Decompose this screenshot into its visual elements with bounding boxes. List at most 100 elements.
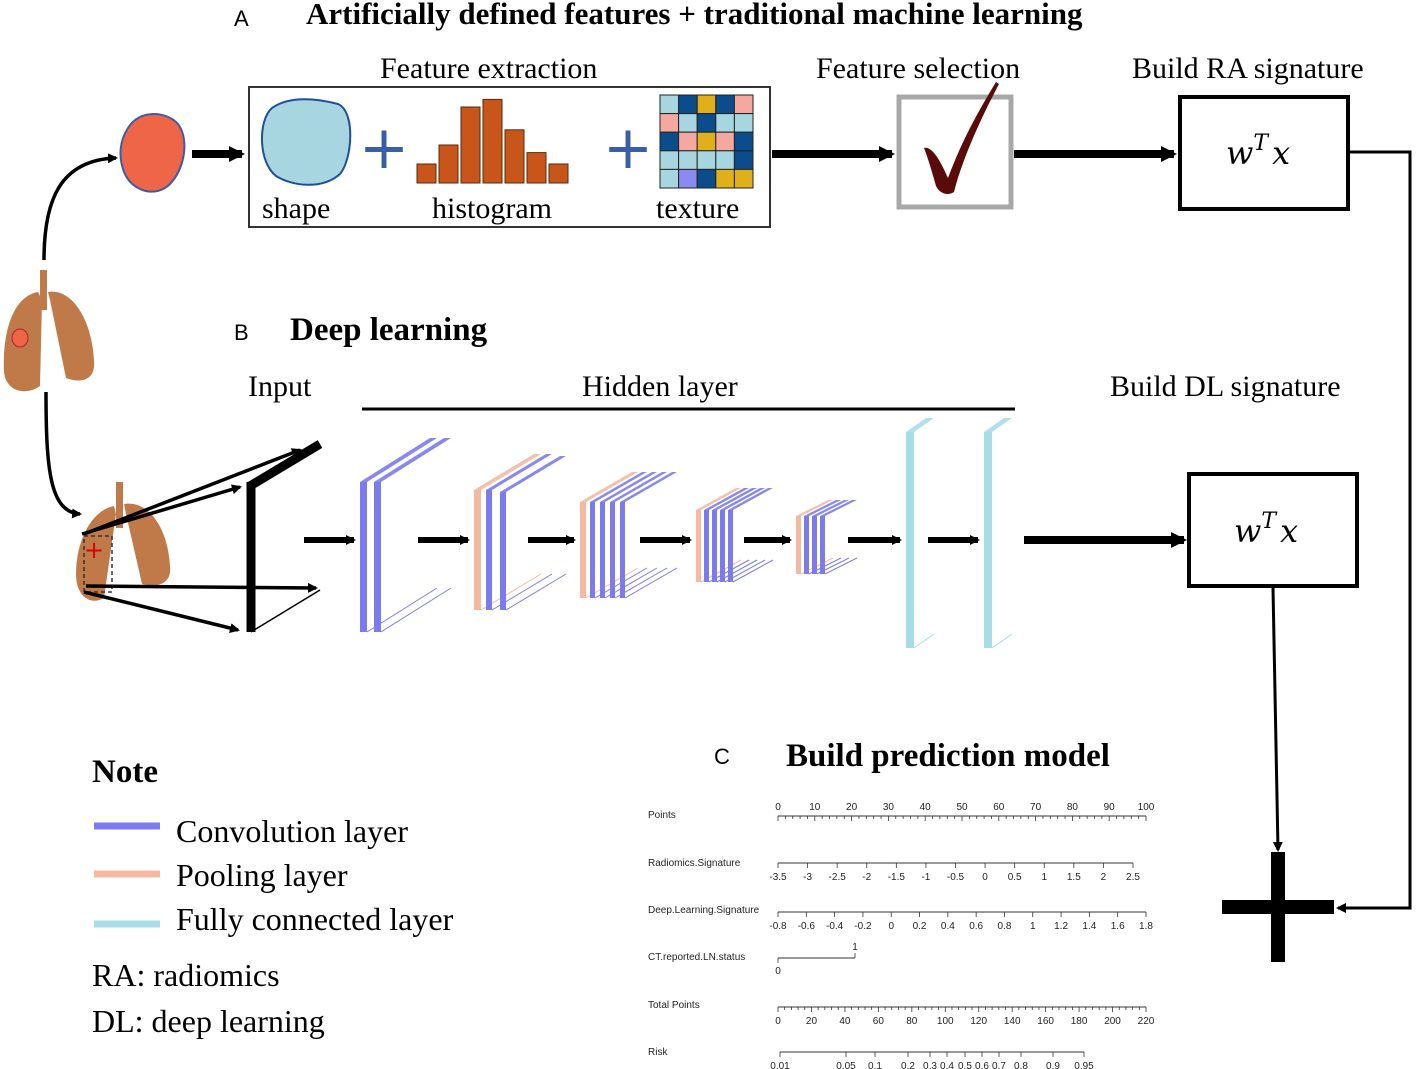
nomogram-tick-label: 0.05 (836, 1061, 856, 1069)
nomogram-tick-label: 60 (873, 1016, 885, 1027)
nomogram-tick-label: 0.6 (969, 921, 983, 932)
nomogram-tick-label: 0.9 (1046, 1061, 1060, 1069)
nomogram-tick-label: 0 (775, 1016, 781, 1027)
check-icon (924, 82, 999, 194)
legend-fully-connected: Fully connected layer (176, 901, 454, 937)
layer-top-face (728, 488, 773, 510)
texture-cell (696, 94, 717, 115)
nomogram-tick-label: 90 (1104, 802, 1116, 813)
texture-cell (659, 131, 680, 152)
nomogram-tick-label: 1.2 (1054, 921, 1068, 932)
texture-cell (659, 94, 680, 115)
nomogram-tick-label: 0.95 (1074, 1061, 1094, 1069)
texture-cell (715, 150, 735, 170)
nomogram-tick-label: 1 (1041, 872, 1047, 883)
input-label: Input (248, 370, 312, 403)
layer-top-face (474, 454, 541, 490)
layer-plane (712, 510, 717, 582)
histogram-bar (482, 98, 503, 184)
histogram-bar (460, 106, 481, 184)
nomogram-tick-label: 80 (1067, 802, 1079, 813)
layer-plane (984, 432, 992, 648)
layer-plane (796, 516, 801, 574)
texture-cell (733, 168, 754, 189)
legend-convolution: Convolution layer (176, 813, 408, 849)
histogram-bar (504, 129, 525, 184)
texture-cell (678, 150, 698, 170)
layer-plane (486, 490, 492, 610)
nomogram-tick-label: 0.6 (975, 1061, 989, 1069)
nomogram-tick-label: 1.5 (1067, 872, 1081, 883)
nomogram-tick-label: 0.5 (1008, 872, 1022, 883)
nomogram-tick-label: 0.7 (992, 1061, 1006, 1069)
nomogram-tick-label: -0.8 (769, 921, 787, 932)
texture-cell (678, 168, 698, 189)
nomogram-tick-label: 0.2 (913, 921, 927, 932)
layer-plane (580, 502, 586, 598)
segmented-tumor (119, 113, 186, 193)
nomogram-row-label: Points (648, 810, 676, 821)
nomogram-tick-label: 0.8 (1014, 1061, 1028, 1069)
nomogram-tick-label: 120 (970, 1016, 987, 1027)
layer-edge (380, 587, 452, 633)
layer-top-face (906, 418, 934, 432)
histogram-bar (438, 144, 459, 184)
layer-top-face (812, 500, 849, 516)
layer-plane (704, 510, 709, 582)
nomogram-tick-label: -3 (803, 872, 812, 883)
nomogram-tick-label: -1 (921, 872, 930, 883)
nomogram-tick-label: 20 (806, 1016, 818, 1027)
panel-b-title: Deep learning (290, 312, 488, 348)
layer-edge (824, 557, 858, 575)
nomogram-row-label: Risk (648, 1047, 668, 1058)
histogram-bar (548, 163, 569, 184)
nomogram-tick-label: 2 (1101, 872, 1107, 883)
nomogram-tick-label: 140 (1004, 1016, 1021, 1027)
nomogram-row-label: CT.reported.LN.status (648, 952, 745, 963)
layer-top-face (820, 500, 857, 516)
nomogram-tick-label: -2 (862, 872, 871, 883)
texture-cell (715, 113, 735, 133)
panel-a-letter: A (234, 6, 249, 31)
nomogram-tick-label: 180 (1071, 1016, 1088, 1027)
nomogram-tick-label: 80 (906, 1016, 918, 1027)
texture-cell (733, 131, 754, 152)
nomogram-tick-label: 160 (1037, 1016, 1054, 1027)
texture-cell (715, 168, 735, 189)
slice-box (83, 535, 113, 593)
nomogram-tick-label: 1.4 (1082, 921, 1096, 932)
nomogram-tick-label: 2.5 (1126, 872, 1140, 883)
layer-top-face (712, 488, 757, 510)
nomogram-tick-label: -3.5 (769, 872, 787, 883)
histogram-chart (416, 98, 569, 184)
note-title: Note (92, 754, 158, 790)
input-plane (246, 440, 323, 633)
nomogram-tick-label: 0.4 (940, 1061, 954, 1069)
nomogram-tick-label: 200 (1104, 1016, 1121, 1027)
panel-c-title: Build prediction model (786, 738, 1110, 774)
nomogram-tick-label: -2.5 (829, 872, 847, 883)
combine-plus-horizontal (1222, 900, 1334, 914)
nomogram-row-label: Radiomics.Signature (648, 858, 741, 869)
ra-signature-box (1178, 95, 1350, 211)
note-dl: DL: deep learning (92, 1003, 325, 1039)
layer-top-face (804, 500, 841, 516)
feature-extraction-label: Feature extraction (380, 52, 597, 85)
layer-edge (913, 633, 935, 649)
shape-label: shape (262, 192, 330, 225)
feature-selection-label: Feature selection (816, 52, 1020, 85)
dl-signature-box (1187, 472, 1359, 588)
arrow-dl-to-combine (1271, 587, 1283, 852)
texture-cell (696, 113, 717, 133)
layer-edge (991, 633, 1013, 649)
nomogram-tick-label: -0.4 (826, 921, 844, 932)
nomogram-tick-label: 0.4 (941, 921, 955, 932)
layer-plane (728, 510, 733, 582)
layer-plane (720, 510, 725, 582)
texture-cell (678, 131, 698, 152)
texture-cell (678, 113, 698, 133)
projection-arrow-3 (85, 582, 318, 593)
